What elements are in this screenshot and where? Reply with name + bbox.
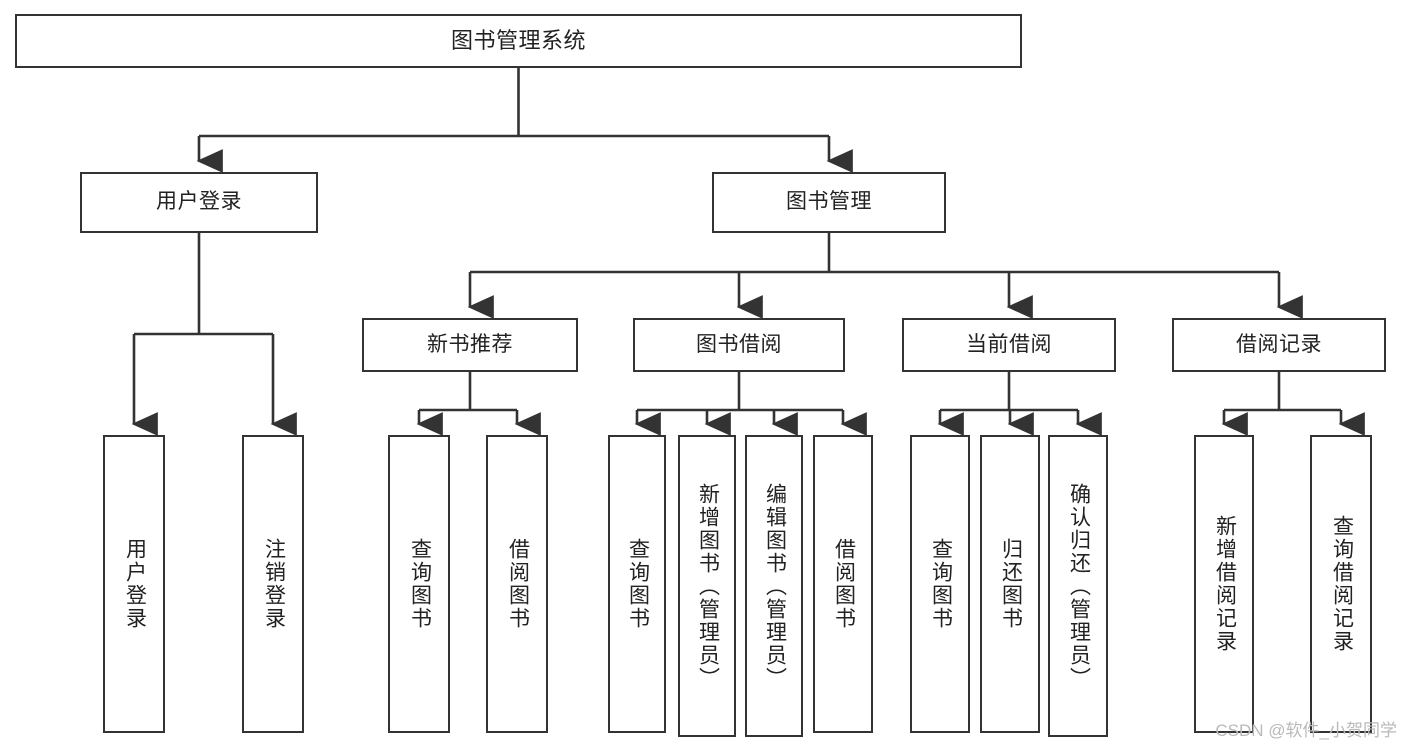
node-book-manage[interactable]: 图书管理 [712,172,946,233]
node-book-borrow-label: 图书借阅 [696,332,782,356]
node-leaf-borrow-book-1[interactable]: 借阅图书 [486,435,548,733]
node-user-login[interactable]: 用户登录 [80,172,318,233]
node-leaf-add-record-label: 新增借阅记录 [1213,515,1237,653]
node-leaf-query-book-1-label: 查询图书 [408,538,432,630]
node-root[interactable]: 图书管理系统 [15,14,1022,68]
node-leaf-return-book-label: 归还图书 [999,538,1023,630]
node-book-borrow[interactable]: 图书借阅 [633,318,845,372]
node-borrow-record-label: 借阅记录 [1236,332,1322,356]
node-leaf-query-book-1[interactable]: 查询图书 [388,435,450,733]
node-book-manage-label: 图书管理 [786,190,872,214]
watermark-text: CSDN @软件_小贺同学 [1215,721,1397,740]
node-borrow-record[interactable]: 借阅记录 [1172,318,1386,372]
node-leaf-query-record[interactable]: 查询借阅记录 [1310,435,1372,733]
node-new-book-rec-label: 新书推荐 [427,332,513,356]
node-leaf-query-book-2-label: 查询图书 [626,538,650,630]
node-leaf-confirm-return-label: 确认归还（管理员） [1067,482,1091,690]
node-leaf-borrow-book-1-label: 借阅图书 [506,538,530,630]
node-leaf-query-book-2[interactable]: 查询图书 [608,435,666,733]
node-leaf-add-book[interactable]: 新增图书（管理员） [678,435,736,737]
node-root-label: 图书管理系统 [450,28,586,54]
node-leaf-edit-book[interactable]: 编辑图书（管理员） [745,435,803,737]
node-leaf-user-login-label: 用户登录 [123,538,147,630]
node-current-borrow[interactable]: 当前借阅 [902,318,1116,372]
node-leaf-query-book-3-label: 查询图书 [929,538,953,630]
node-leaf-logout[interactable]: 注销登录 [242,435,304,733]
node-leaf-borrow-book-2[interactable]: 借阅图书 [813,435,873,733]
node-leaf-query-record-label: 查询借阅记录 [1330,515,1354,653]
node-leaf-edit-book-label: 编辑图书（管理员） [763,482,787,690]
node-new-book-rec[interactable]: 新书推荐 [362,318,578,372]
node-leaf-return-book[interactable]: 归还图书 [980,435,1040,733]
node-leaf-confirm-return[interactable]: 确认归还（管理员） [1048,435,1108,737]
node-leaf-borrow-book-2-label: 借阅图书 [832,538,856,630]
node-user-login-label: 用户登录 [156,190,242,214]
node-current-borrow-label: 当前借阅 [966,332,1052,356]
node-leaf-add-book-label: 新增图书（管理员） [696,482,720,690]
node-leaf-query-book-3[interactable]: 查询图书 [910,435,970,733]
node-leaf-user-login[interactable]: 用户登录 [103,435,165,733]
node-leaf-add-record[interactable]: 新增借阅记录 [1194,435,1254,733]
node-leaf-logout-label: 注销登录 [262,538,286,630]
